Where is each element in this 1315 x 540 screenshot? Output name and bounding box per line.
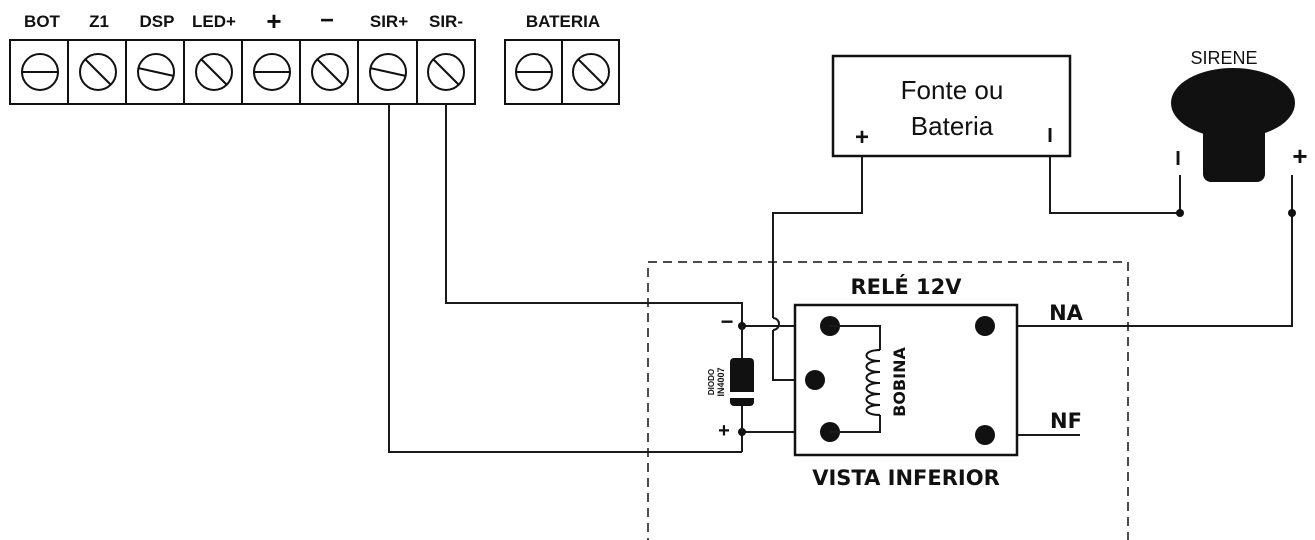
- source-line2: Bateria: [911, 111, 994, 141]
- relay-terminal-nf: [975, 425, 995, 445]
- diode-plus-label: +: [718, 420, 730, 442]
- terminal-block: [9, 39, 476, 105]
- source-minus-label: I: [1047, 125, 1053, 147]
- terminal-label-z1: Z1: [89, 12, 109, 31]
- junction-dot: [1288, 209, 1296, 217]
- junction-dot: [1176, 209, 1184, 217]
- screw-icon: [195, 53, 233, 91]
- relay-title: RELÉ 12V: [850, 274, 962, 299]
- terminal-label-led-plus: LED+: [192, 12, 236, 31]
- wires: [388, 104, 1293, 453]
- coil-label: BOBINA: [890, 347, 909, 417]
- screw-icon: [572, 53, 610, 91]
- svg-text:DIODO: DIODO: [707, 369, 716, 395]
- relay-enclosure: [647, 261, 1129, 540]
- source-line1: Fonte ou: [901, 75, 1004, 105]
- relay-bottom-label: VISTA INFERIOR: [812, 466, 1000, 490]
- coil-icon: [865, 349, 881, 416]
- terminal-label-minus: −: [320, 7, 334, 34]
- siren-icon: [1171, 68, 1295, 182]
- relay: [793, 303, 1019, 457]
- na-label: NA: [1049, 301, 1084, 325]
- screw-icon: [253, 53, 291, 91]
- relay-terminal-na: [975, 316, 995, 336]
- terminal-label-sir-plus: SIR+: [370, 12, 408, 31]
- diode-minus-label: −: [721, 309, 734, 334]
- siren-label: SIRENE: [1190, 48, 1257, 68]
- nf-label: NF: [1050, 409, 1082, 433]
- wire-sir-minus: [445, 104, 743, 326]
- wire-na-siren: [985, 175, 1293, 327]
- screw-icon: [137, 53, 175, 91]
- diode-icon: [730, 326, 754, 432]
- wire-source-minus: [1049, 156, 1181, 214]
- diode-label: DIODO IN4007: [707, 367, 726, 396]
- terminal-label-sir-minus: SIR-: [429, 12, 463, 31]
- screw-icon: [79, 53, 117, 91]
- wire-sir-plus: [388, 104, 742, 453]
- terminal-label-plus: +: [266, 6, 281, 36]
- terminal-labels: BOT Z1 DSP LED+ + − SIR+ SIR- BATERIA: [24, 6, 600, 36]
- terminal-label-bot: BOT: [24, 12, 61, 31]
- battery-terminal-block: [504, 39, 620, 105]
- source-plus-label: +: [855, 124, 869, 151]
- power-source: [831, 54, 1072, 158]
- terminal-label-dsp: DSP: [140, 12, 175, 31]
- svg-text:IN4007: IN4007: [716, 367, 726, 396]
- screw-icon: [311, 53, 349, 91]
- siren-plus-label: +: [1292, 141, 1307, 171]
- relay-terminal-common: [805, 370, 825, 390]
- siren-minus-label: I: [1175, 148, 1181, 170]
- screw-icon: [427, 53, 465, 91]
- battery-label: BATERIA: [526, 12, 600, 31]
- screw-icon: [515, 53, 553, 91]
- screw-icon: [369, 53, 407, 91]
- screw-icon: [21, 53, 59, 91]
- wire-source-plus: [772, 156, 863, 318]
